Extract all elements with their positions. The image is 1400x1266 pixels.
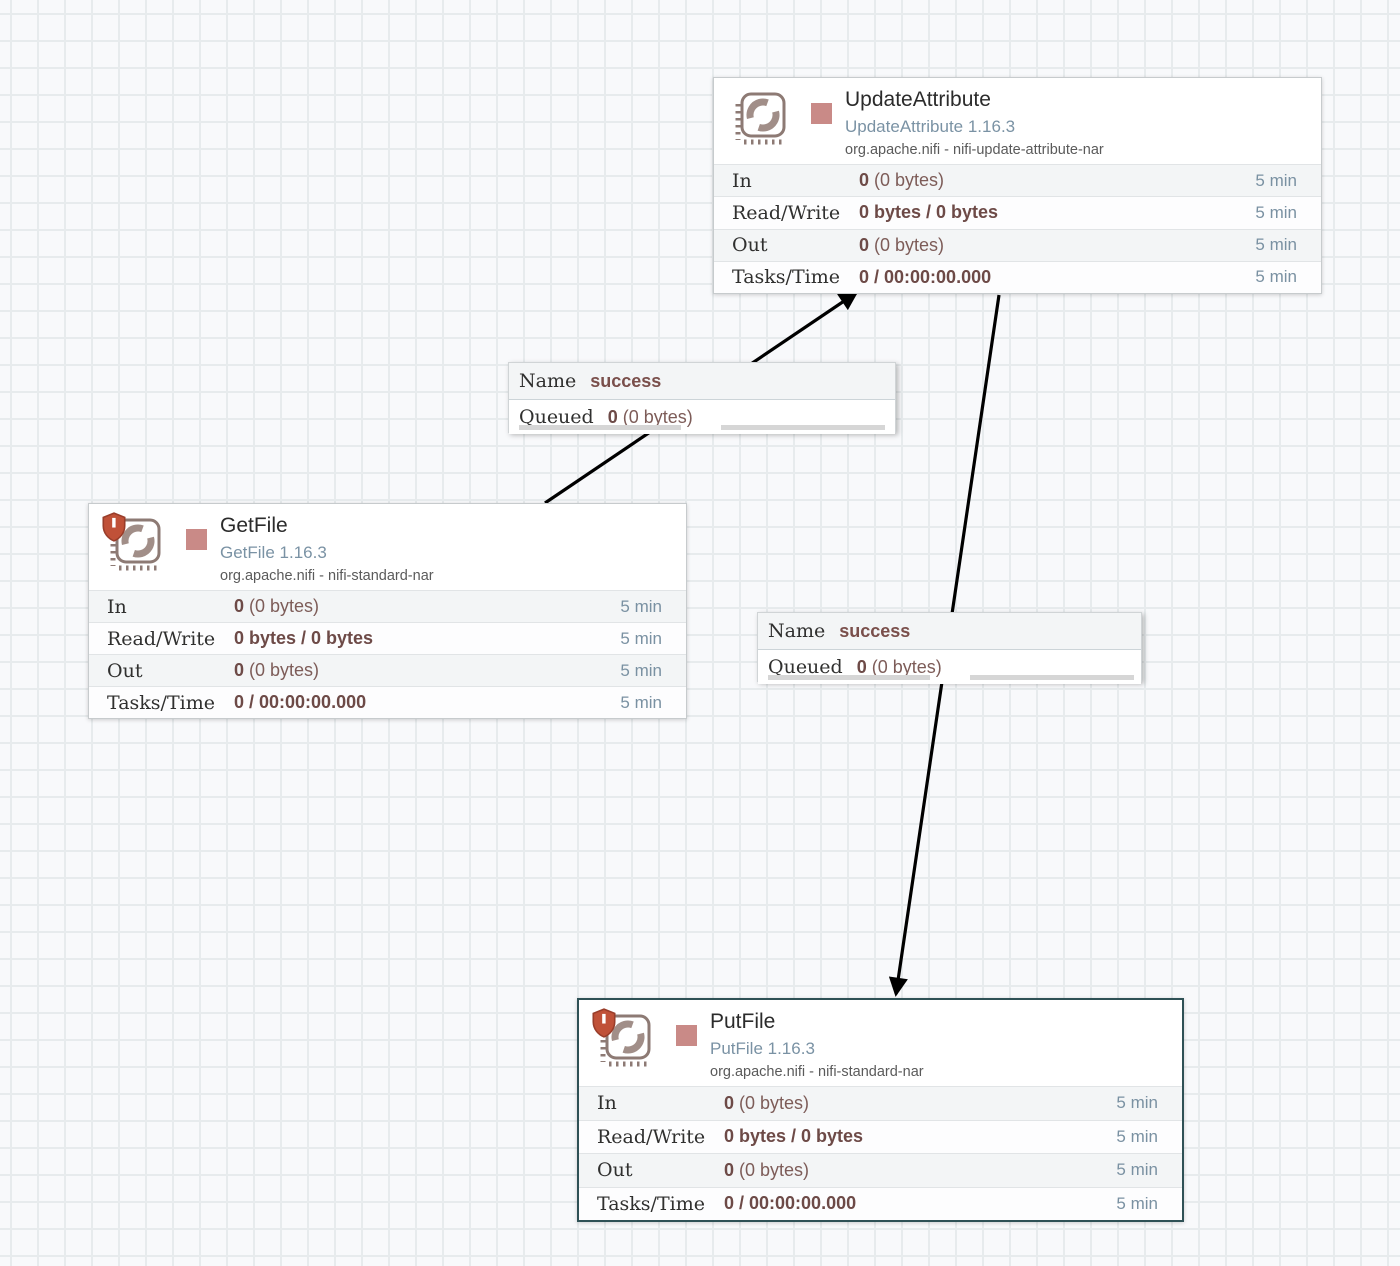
connection-queued-row: Queued 0 (0 bytes) xyxy=(758,650,1141,684)
stat-window: 5 min xyxy=(1116,1193,1158,1213)
processor-type-icon xyxy=(591,1008,659,1080)
stat-label: Tasks/Time xyxy=(732,266,840,289)
stat-label: Read/Write xyxy=(732,201,841,224)
stat-window: 5 min xyxy=(1255,170,1297,190)
stamp-icon xyxy=(600,1014,651,1067)
processor-bundle: org.apache.nifi - nifi-standard-nar xyxy=(220,568,434,584)
stat-label: Tasks/Time xyxy=(107,691,215,714)
stopped-state-icon xyxy=(676,1025,697,1046)
connection-relationship: success xyxy=(590,370,662,391)
stat-row-out: Out 0 (0 bytes) 5 min xyxy=(579,1153,1182,1187)
stat-value: 0 / 00:00:00.000 xyxy=(859,266,992,287)
stat-label: Read/Write xyxy=(107,627,216,650)
processor-type-version: UpdateAttribute 1.16.3 xyxy=(845,117,1016,136)
queue-size-bar xyxy=(721,425,885,430)
processor-name: UpdateAttribute xyxy=(845,88,991,111)
stat-value: 0 (0 bytes) xyxy=(234,596,320,616)
stat-value: 0 (0 bytes) xyxy=(859,234,945,255)
connection-name-row: Name success xyxy=(758,613,1141,650)
stat-window: 5 min xyxy=(620,660,662,680)
stopped-state-icon xyxy=(811,103,832,124)
stat-row-readwrite: Read/Write 0 bytes / 0 bytes 5 min xyxy=(89,622,686,654)
processor-updateattribute[interactable]: UpdateAttribute UpdateAttribute 1.16.3 o… xyxy=(713,77,1322,294)
processor-type-version: PutFile 1.16.3 xyxy=(710,1039,815,1058)
stat-label: In xyxy=(732,169,752,192)
processor-stats: In 0 (0 bytes) 5 min Read/Write 0 bytes … xyxy=(714,164,1321,293)
stat-row-readwrite: Read/Write 0 bytes / 0 bytes 5 min xyxy=(714,196,1321,229)
stat-window: 5 min xyxy=(1255,267,1297,287)
processor-bundle: org.apache.nifi - nifi-update-attribute-… xyxy=(845,142,1104,158)
stat-row-tasks: Tasks/Time 0 / 00:00:00.000 5 min xyxy=(89,686,686,718)
stat-value: 0 (0 bytes) xyxy=(234,660,320,680)
stat-window: 5 min xyxy=(620,692,662,712)
stat-row-out: Out 0 (0 bytes) 5 min xyxy=(89,654,686,686)
restricted-shield-icon xyxy=(592,1008,616,1038)
stat-window: 5 min xyxy=(1116,1126,1158,1146)
connection-queued-key: Queued xyxy=(768,656,843,678)
stat-window: 5 min xyxy=(1116,1093,1158,1113)
processor-putfile[interactable]: PutFile PutFile 1.16.3 org.apache.nifi -… xyxy=(577,998,1184,1222)
stat-value: 0 bytes / 0 bytes xyxy=(234,628,374,648)
stamp-icon xyxy=(735,92,786,145)
stat-value: 0 (0 bytes) xyxy=(724,1159,810,1180)
stamp-icon xyxy=(110,518,161,571)
connection-queued-row: Queued 0 (0 bytes) xyxy=(509,400,895,434)
stat-label: Out xyxy=(107,659,143,682)
stat-value: 0 / 00:00:00.000 xyxy=(724,1193,857,1214)
processor-name: PutFile xyxy=(710,1010,776,1033)
stat-value: 0 (0 bytes) xyxy=(859,170,945,191)
queue-count-bar xyxy=(519,425,681,430)
processor-type-version: GetFile 1.16.3 xyxy=(220,543,327,562)
processor-stats: In 0 (0 bytes) 5 min Read/Write 0 bytes … xyxy=(89,590,686,718)
connection-name-row: Name success xyxy=(509,363,895,400)
stopped-state-icon xyxy=(186,529,207,550)
stat-label: In xyxy=(107,595,127,618)
stat-window: 5 min xyxy=(620,596,662,616)
stat-window: 5 min xyxy=(1116,1160,1158,1180)
connection-label-updateattribute-putfile[interactable]: Name success Queued 0 (0 bytes) xyxy=(757,612,1142,684)
processor-header: PutFile PutFile 1.16.3 org.apache.nifi -… xyxy=(579,1000,1182,1086)
connection-name-key: Name xyxy=(768,620,826,642)
connection-name-key: Name xyxy=(519,370,577,392)
stat-row-readwrite: Read/Write 0 bytes / 0 bytes 5 min xyxy=(579,1119,1182,1153)
queue-size-bar xyxy=(970,675,1134,680)
stat-window: 5 min xyxy=(620,628,662,648)
processor-type-icon xyxy=(101,512,169,584)
stat-value: 0 (0 bytes) xyxy=(724,1092,810,1113)
stat-row-in: In 0 (0 bytes) 5 min xyxy=(714,164,1321,197)
processor-type-icon xyxy=(726,86,794,158)
stat-label: In xyxy=(597,1092,617,1115)
processor-name: GetFile xyxy=(220,514,288,537)
stat-row-tasks: Tasks/Time 0 / 00:00:00.000 5 min xyxy=(714,260,1321,293)
queue-count-bar xyxy=(768,675,930,680)
restricted-shield-icon xyxy=(102,512,126,542)
stat-label: Out xyxy=(597,1159,633,1182)
processor-getfile[interactable]: GetFile GetFile 1.16.3 org.apache.nifi -… xyxy=(88,503,687,719)
stat-window: 5 min xyxy=(1255,235,1297,255)
stat-value: 0 bytes / 0 bytes xyxy=(724,1126,864,1147)
connection-label-getfile-updateattribute[interactable]: Name success Queued 0 (0 bytes) xyxy=(508,362,896,434)
processor-bundle: org.apache.nifi - nifi-standard-nar xyxy=(710,1064,924,1080)
stat-label: Tasks/Time xyxy=(597,1192,705,1215)
processor-header: UpdateAttribute UpdateAttribute 1.16.3 o… xyxy=(714,78,1321,164)
processor-header: GetFile GetFile 1.16.3 org.apache.nifi -… xyxy=(89,504,686,590)
stat-row-out: Out 0 (0 bytes) 5 min xyxy=(714,228,1321,261)
processor-stats: In 0 (0 bytes) 5 min Read/Write 0 bytes … xyxy=(579,1086,1182,1220)
stat-label: Out xyxy=(732,234,768,257)
stat-row-tasks: Tasks/Time 0 / 00:00:00.000 5 min xyxy=(579,1186,1182,1220)
stat-value: 0 bytes / 0 bytes xyxy=(859,202,999,223)
stat-row-in: In 0 (0 bytes) 5 min xyxy=(89,590,686,622)
connection-relationship: success xyxy=(839,620,911,641)
stat-window: 5 min xyxy=(1255,202,1297,222)
stat-label: Read/Write xyxy=(597,1125,706,1148)
stat-value: 0 / 00:00:00.000 xyxy=(234,692,367,712)
stat-row-in: In 0 (0 bytes) 5 min xyxy=(579,1086,1182,1120)
